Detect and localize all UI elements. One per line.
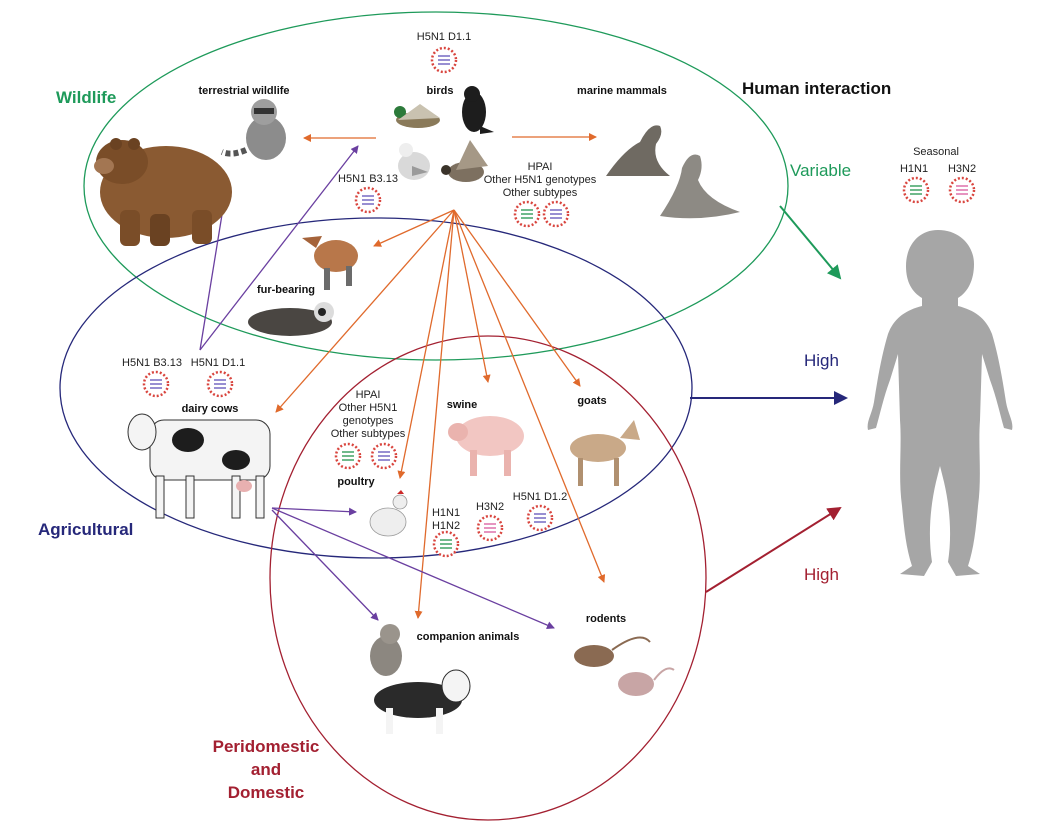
virus-cows-b313: H5N1 B3.13 [122, 357, 182, 369]
arrow-birds-to-dairy [275, 209, 455, 413]
seasonal-h1n1-label: H1N1 [900, 163, 928, 175]
bear-icon [94, 138, 232, 246]
arrow-dairy-to-poultry [271, 507, 357, 516]
virus-icons-group [142, 46, 976, 558]
arrow-dairy-to-birds [199, 145, 359, 351]
virus-particle-icon [542, 200, 570, 228]
virus-particle-icon [476, 514, 504, 542]
label-terrestrial-wildlife: terrestrial wildlife [198, 85, 289, 97]
arrow-birds-to-companion [414, 209, 455, 619]
zone-label-wildlife: Wildlife [56, 88, 116, 107]
label-poultry: poultry [337, 476, 375, 488]
virus-swine-h3n2: H3N2 [476, 501, 504, 513]
virus-poultry-l2: Other H5N1 [339, 402, 398, 414]
virus-particle-icon [526, 504, 554, 532]
virus-cows-d11: H5N1 D1.1 [191, 357, 245, 369]
hen-icon [369, 490, 408, 537]
arrow-birds-to-poultry [397, 209, 455, 479]
arrow-wildlife-to-human [779, 205, 842, 280]
virus-poultry-l3: genotypes [343, 415, 394, 427]
ferret-icon [248, 302, 334, 336]
label-marine-mammals: marine mammals [577, 85, 667, 97]
virus-particle-icon [354, 186, 382, 214]
wildlife-zone-ellipse [83, 11, 789, 361]
arrow-birds-to-rodents [453, 209, 606, 583]
zone-label-agricultural: Agricultural [38, 520, 133, 539]
bird-gull-icon [398, 143, 430, 180]
virus-particle-icon [430, 46, 458, 74]
dog-icon [374, 669, 471, 734]
label-rodents: rodents [586, 613, 626, 625]
level-variable: Variable [790, 161, 851, 180]
zone-label-domestic-1: Peridomestic [213, 737, 320, 756]
zone-label-domestic-3: Domestic [228, 783, 305, 802]
virus-particle-icon [513, 200, 541, 228]
label-companion-animals: companion animals [417, 631, 520, 643]
arrow-dairy-to-rodents [271, 507, 555, 629]
human-interaction-title: Human interaction [742, 79, 891, 98]
label-dairy-cows: dairy cows [182, 403, 239, 415]
seasonal-h3n2-label: H3N2 [948, 163, 976, 175]
agricultural-zone-ellipse [59, 217, 693, 559]
virus-particle-icon [432, 530, 460, 558]
cow-icon [127, 413, 271, 519]
virus-swine-d12: H5N1 D1.2 [513, 491, 567, 503]
seasonal-label: Seasonal [913, 146, 959, 158]
pig-icon [448, 416, 524, 476]
virus-marine-l2: Other H5N1 genotypes [484, 174, 597, 186]
arrow-birds-to-swine [453, 209, 491, 383]
zone-label-domestic-2: and [251, 760, 281, 779]
arrow-domestic-to-human [705, 506, 842, 593]
sea-lion-icon [606, 125, 740, 219]
virus-particle-icon [206, 370, 234, 398]
domestic-zone-ellipse [269, 335, 707, 821]
virus-particle-icon [948, 176, 976, 204]
virus-swine-h1n1: H1N1 [432, 507, 460, 519]
label-fur-bearing: fur-bearing [257, 284, 315, 296]
virus-birds-b313: H5N1 B3.13 [338, 173, 398, 185]
rat-icon [618, 667, 675, 696]
virus-marine-l1: HPAI [528, 161, 553, 173]
level-high-agricultural: High [804, 351, 839, 370]
virus-poultry-l4: Other subtypes [331, 428, 406, 440]
virus-particle-icon [902, 176, 930, 204]
bird-crow-icon [462, 86, 494, 134]
cat-icon [370, 624, 402, 676]
virus-poultry-l1: HPAI [356, 389, 381, 401]
label-birds: birds [427, 85, 454, 97]
mouse-icon [574, 636, 651, 667]
bird-goose-icon [441, 140, 488, 182]
virus-swine-h1n2: H1N2 [432, 520, 460, 532]
virus-particle-icon [142, 370, 170, 398]
arrow-birds-to-goats [453, 209, 581, 387]
level-high-domestic: High [804, 565, 839, 584]
raccoon-icon [220, 99, 286, 160]
virus-marine-l3: Other subtypes [503, 187, 578, 199]
arrow-dairy-to-companion [271, 509, 379, 621]
bird-mallard-icon [394, 104, 440, 128]
label-swine: swine [447, 399, 478, 411]
goat-icon [570, 420, 640, 486]
fox-icon [302, 236, 358, 290]
virus-particle-icon [370, 442, 398, 470]
arrow-birds-to-furbearing [373, 209, 455, 247]
virus-birds-d11: H5N1 D1.1 [417, 31, 471, 43]
human-silhouette-icon [867, 230, 1013, 576]
label-goats: goats [577, 395, 606, 407]
virus-particle-icon [334, 442, 362, 470]
